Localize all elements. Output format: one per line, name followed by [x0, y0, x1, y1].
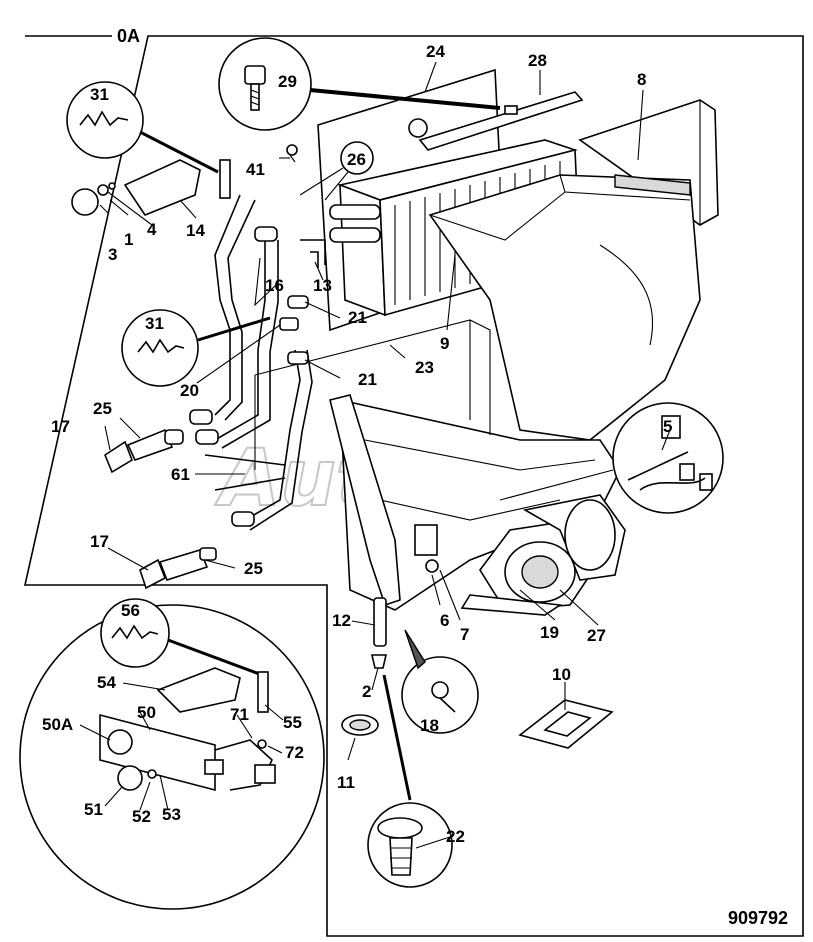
label-20: 20 — [180, 381, 199, 400]
label-31-lower: 31 — [145, 314, 164, 333]
label-71: 71 — [230, 705, 249, 724]
label-72: 72 — [285, 743, 304, 762]
inset-screw-18 — [401, 629, 479, 734]
label-24: 24 — [426, 42, 445, 61]
label-53: 53 — [162, 805, 181, 824]
label-56: 56 — [121, 601, 140, 620]
connectors-upper — [104, 428, 184, 474]
connectors-lower — [139, 547, 217, 590]
label-51: 51 — [84, 800, 103, 819]
label-4: 4 — [147, 220, 157, 239]
callout-29 — [309, 88, 501, 110]
label-17-a: 17 — [51, 417, 70, 436]
label-14: 14 — [186, 221, 205, 240]
callout-26-leaders — [299, 167, 349, 201]
bracket-bar-28 — [408, 91, 584, 151]
diagram-frame — [24, 35, 804, 937]
leader-lines — [79, 61, 671, 849]
label-23: 23 — [415, 358, 434, 377]
hose-clamps — [279, 144, 309, 365]
inset-grommet-22 — [367, 674, 453, 888]
label-10: 10 — [552, 665, 571, 684]
label-13: 13 — [313, 276, 332, 295]
label-17-b: 17 — [90, 532, 109, 551]
resistor-and-drain — [370, 524, 439, 669]
control-unit-14 — [71, 159, 231, 216]
label-3: 3 — [108, 245, 117, 264]
heater-housing — [254, 68, 719, 611]
label-2: 2 — [362, 682, 371, 701]
label-54: 54 — [97, 673, 116, 692]
label-25-a: 25 — [93, 399, 112, 418]
label-29: 29 — [278, 72, 297, 91]
label-61: 61 — [171, 465, 190, 484]
label-6: 6 — [440, 611, 449, 630]
washer-11-hole — [349, 719, 371, 731]
label-group: 0A — [117, 26, 140, 46]
label-55: 55 — [283, 713, 302, 732]
inset-clip-31-lower — [121, 309, 271, 387]
inset-bolt-29 — [218, 37, 501, 131]
label-50: 50 — [137, 703, 156, 722]
label-18: 18 — [420, 716, 439, 735]
label-21-b: 21 — [358, 370, 377, 389]
blower-assembly — [460, 494, 626, 616]
figure-id: 909792 — [728, 908, 788, 928]
label-27: 27 — [587, 626, 606, 645]
label-52: 52 — [132, 807, 151, 826]
label-25-b: 25 — [244, 559, 263, 578]
label-9: 9 — [440, 334, 449, 353]
label-50A: 50A — [42, 715, 73, 734]
label-8: 8 — [637, 70, 646, 89]
label-31-top: 31 — [90, 85, 109, 104]
callout-circle-26 — [340, 141, 374, 175]
label-19: 19 — [540, 623, 559, 642]
label-7: 7 — [460, 625, 469, 644]
label-11: 11 — [337, 773, 355, 792]
seal-10 — [518, 699, 614, 749]
label-16: 16 — [265, 276, 284, 295]
label-26: 26 — [347, 150, 366, 169]
label-1: 1 — [124, 230, 133, 249]
inset-clip-31-top — [66, 81, 219, 174]
label-12: 12 — [332, 611, 351, 630]
label-28: 28 — [528, 51, 547, 70]
heater-pipes — [189, 194, 326, 531]
connector-inset-5 — [499, 402, 724, 514]
label-41: 41 — [246, 160, 265, 179]
label-22: 22 — [446, 827, 465, 846]
label-5: 5 — [663, 417, 672, 436]
inset-control-panel — [19, 598, 325, 910]
label-21-a: 21 — [348, 308, 367, 327]
